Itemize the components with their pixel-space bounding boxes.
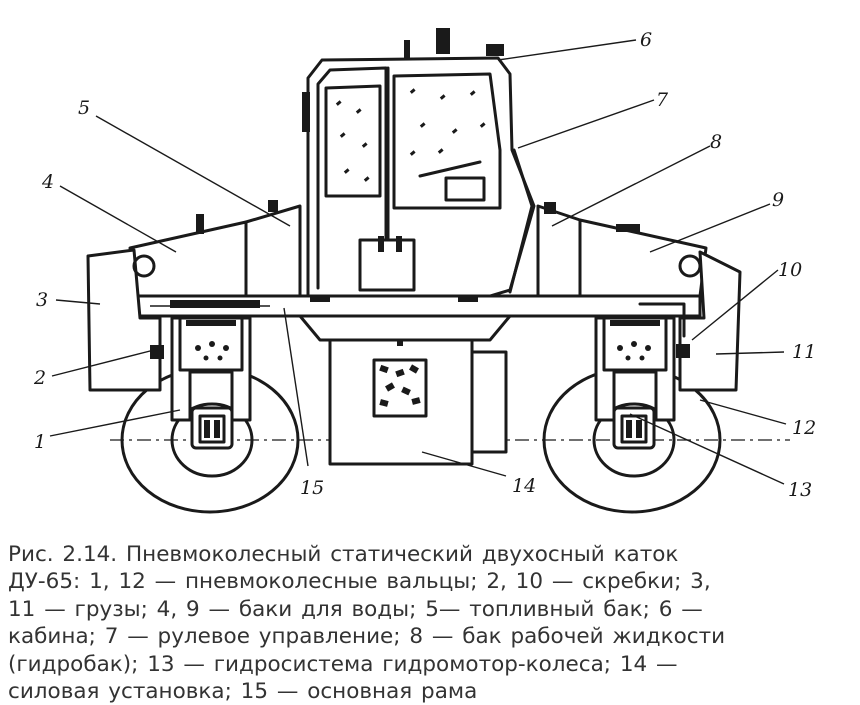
label-12: 12 bbox=[792, 417, 816, 439]
right-weight bbox=[638, 250, 742, 392]
left-weight bbox=[86, 248, 164, 392]
label-4: 4 bbox=[41, 171, 54, 193]
power-unit bbox=[328, 330, 508, 466]
label-10: 10 bbox=[778, 259, 802, 281]
roller-diagram: 5 4 3 2 1 6 7 8 9 10 11 12 13 14 15 bbox=[33, 28, 816, 514]
label-6: 6 bbox=[640, 29, 652, 51]
label-8: 8 bbox=[710, 131, 722, 153]
label-5: 5 bbox=[78, 97, 90, 119]
label-3: 3 bbox=[36, 289, 48, 311]
caption-line: силовая установка; 15 — основная рама bbox=[8, 679, 478, 705]
cabin bbox=[302, 28, 536, 298]
label-13: 13 bbox=[788, 479, 812, 501]
label-1: 1 bbox=[34, 431, 46, 453]
label-14: 14 bbox=[512, 475, 536, 497]
label-11: 11 bbox=[792, 341, 816, 363]
label-15: 15 bbox=[300, 477, 324, 499]
label-9: 9 bbox=[772, 189, 784, 211]
steering-column bbox=[508, 148, 534, 294]
label-2: 2 bbox=[33, 367, 46, 389]
label-7: 7 bbox=[656, 89, 669, 111]
leader-lines bbox=[49, 39, 787, 485]
caption-line: кабина; 7 — рулевое управление; 8 — бак … bbox=[8, 624, 726, 650]
caption-line: (гидробак); 13 — гидросистема гидромотор… bbox=[8, 651, 678, 677]
right-fork bbox=[594, 316, 676, 422]
left-fork bbox=[170, 316, 252, 422]
caption-line: 11 — грузы; 4, 9 — баки для воды; 5— топ… bbox=[8, 596, 703, 622]
caption-line: Рис. 2.14. Пневмоколесный статический дв… bbox=[8, 542, 679, 567]
caption-line: ДУ-65: 1, 12 — пневмоколесные вальцы; 2,… bbox=[8, 569, 711, 595]
left-tanks bbox=[128, 200, 302, 298]
figure-caption: Рис. 2.14. Пневмоколесный статический дв… bbox=[8, 541, 856, 705]
right-tanks bbox=[536, 202, 708, 298]
callout-labels: 5 4 3 2 1 6 7 8 9 10 11 12 13 14 15 bbox=[33, 29, 816, 501]
